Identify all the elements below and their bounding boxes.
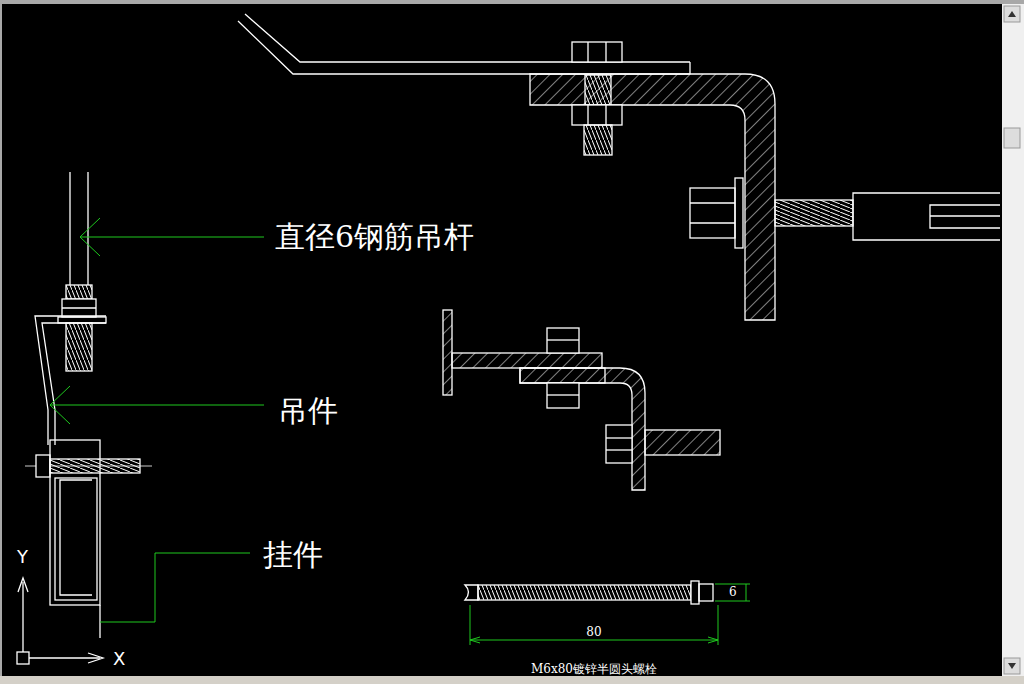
axis-label: Y: [17, 548, 28, 566]
callout-label: 挂件: [263, 540, 323, 570]
callout-label: 直径6钢筋吊杆: [275, 222, 474, 252]
callout-label: 吊件: [278, 396, 338, 426]
part-caption: M6x80镀锌半圆头螺栓: [531, 663, 657, 675]
axis-label: X: [113, 650, 125, 668]
dimension-value: 80: [586, 626, 601, 638]
dimension-value: 6: [729, 586, 737, 598]
